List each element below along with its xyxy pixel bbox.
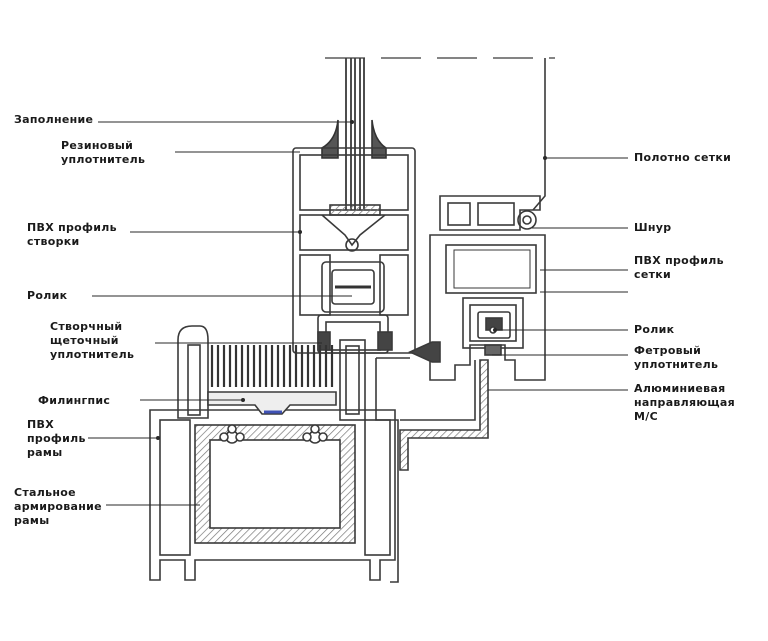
mesh-sheet-line: [532, 58, 546, 211]
mesh-profile: [408, 195, 546, 381]
frame-link: [375, 358, 399, 583]
filingpis-brush: [210, 345, 335, 387]
sash-profile: [292, 147, 416, 354]
label-roller-right: Ролик: [634, 323, 675, 336]
label-cord: Шнур: [634, 221, 672, 234]
filingpis-base: [207, 391, 337, 415]
label-mesh-profile: ПВХ профиль сетки: [634, 254, 724, 281]
frame-profile: [149, 325, 396, 581]
label-frame-profile: ПВХ профиль рамы: [27, 418, 86, 459]
label-brush-seal: Створчный щеточный уплотнитель: [50, 320, 135, 361]
label-steel-reinforcement: Стальное армирование рамы: [14, 486, 102, 527]
label-filling: Заполнение: [14, 113, 94, 126]
label-mesh-sheet: Полотно сетки: [634, 151, 732, 164]
label-rubber-seal: Резиновый уплотнитель: [61, 139, 146, 166]
glass-filling: [345, 58, 365, 210]
leader-lines: [88, 121, 628, 506]
rubber-seal-shape: [321, 119, 387, 159]
label-felt-seal: Фетровый уплотнитель: [634, 344, 719, 371]
clover-left: [219, 424, 245, 444]
label-aluminum-guide: Алюминиевая направляющая М/С: [634, 382, 735, 423]
clover-right: [302, 424, 328, 444]
label-roller-left: Ролик: [27, 289, 68, 302]
label-sash-profile: ПВХ профиль створки: [27, 221, 117, 248]
aluminum-guide-shape: [399, 359, 489, 471]
label-filingpis: Филингпис: [38, 394, 111, 407]
